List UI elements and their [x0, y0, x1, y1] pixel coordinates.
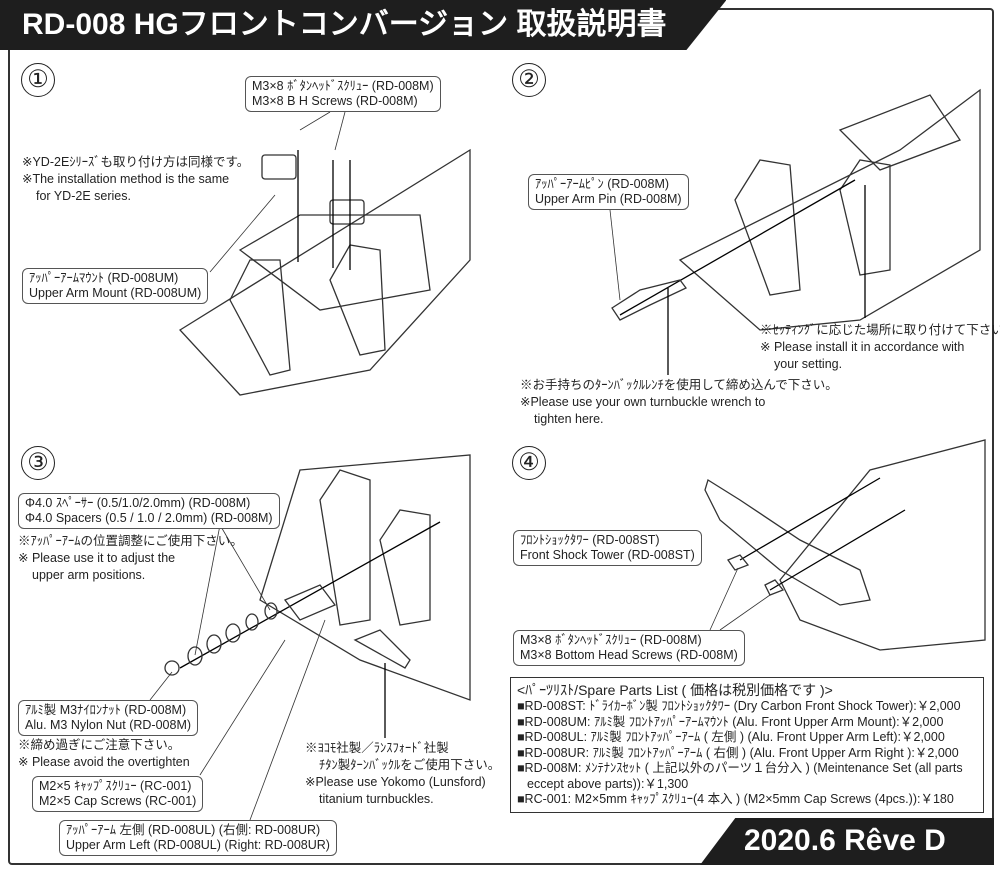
callout-bh-screws: M3×8 ﾎﾞﾀﾝﾍｯﾄﾞｽｸﾘｭｰ (RD-008M)M3×8 B H Scr… — [245, 76, 441, 112]
parts-list-heading: <ﾊﾟｰﾂﾘｽﾄ/Spare Parts List ( 価格は税別価格です )> — [517, 682, 833, 698]
step-number-4: ④ — [512, 446, 546, 480]
footer-date-brand: 2020.6 Rêve D — [700, 818, 994, 865]
callout-line-en: Φ4.0 Spacers (0.5 / 1.0 / 2.0mm) (RD-008… — [25, 511, 273, 525]
callout-line-jp: Φ4.0 ｽﾍﾟｰｻｰ (0.5/1.0/2.0mm) (RD-008M) — [25, 496, 251, 510]
callout-line-jp: ｱﾙﾐ製 M3ﾅｲﾛﾝﾅｯﾄ (RD-008M) — [25, 703, 187, 717]
callout-upper-arm-pin: ｱｯﾊﾟｰｱｰﾑﾋﾟﾝ (RD-008M)Upper Arm Pin (RD-0… — [528, 174, 689, 210]
step3-chassis-drawing — [149, 454, 471, 821]
parts-list-item: ■RD-008UM: ｱﾙﾐ製 ﾌﾛﾝﾄｱｯﾊﾟｰｱｰﾑﾏｳﾝﾄ (Alu. F… — [517, 714, 944, 729]
parts-list-item: ■RD-008UL: ｱﾙﾐ製 ﾌﾛﾝﾄｱｯﾊﾟｰｱｰﾑ ( 左側 ) (Alu… — [517, 730, 945, 744]
callout-line-jp: M2×5 ｷｬｯﾌﾟｽｸﾘｭｰ (RC-001) — [39, 779, 192, 793]
page-title: RD-008 HGフロントコンバージョン 取扱説明書 — [0, 0, 726, 50]
callout-line-en: Upper Arm Pin (RD-008M) — [535, 192, 682, 206]
parts-list-item: ■RD-008UR: ｱﾙﾐ製 ﾌﾛﾝﾄｱｯﾊﾟｰｱｰﾑ ( 右側 ) (Alu… — [517, 745, 959, 760]
parts-list-item: ■RD-008ST: ﾄﾞﾗｲｶｰﾎﾞﾝ製 ﾌﾛﾝﾄｼｮｯｸﾀﾜｰ (Dry C… — [517, 699, 961, 713]
note-turnbuckles: ※ﾖｺﾓ社製／ﾗﾝｽﾌｫｰﾄﾞ社製ﾁﾀﾝ製ﾀｰﾝﾊﾞｯｸﾙをご使用下さい。※Pl… — [305, 741, 501, 806]
callout-line-jp: ﾌﾛﾝﾄｼｮｯｸﾀﾜｰ (RD-008ST) — [520, 533, 660, 547]
callout-line-jp: ｱｯﾊﾟｰｱｰﾑﾋﾟﾝ (RD-008M) — [535, 177, 670, 191]
callout-line-en: Alu. M3 Nylon Nut (RD-008M) — [25, 718, 192, 732]
step4-chassis-drawing — [704, 439, 986, 651]
callout-shock-tower: ﾌﾛﾝﾄｼｮｯｸﾀﾜｰ (RD-008ST)Front Shock Tower … — [513, 530, 702, 566]
note-overtighten: ※締め過ぎにご注意下さい。※ Please avoid the overtigh… — [18, 738, 190, 769]
note-spacers: ※ｱｯﾊﾟｰｱｰﾑの位置調整にご使用下さい。※ Please use it to… — [18, 534, 243, 582]
callout-line-jp: M3×8 ﾎﾞﾀﾝﾍｯﾄﾞｽｸﾘｭｰ (RD-008M) — [520, 633, 702, 647]
callout-upper-arm: ｱｯﾊﾟｰｱｰﾑ 左側 (RD-008UL) (右側: RD-008UR)Upp… — [59, 820, 337, 856]
callout-bottom-head-screws: M3×8 ﾎﾞﾀﾝﾍｯﾄﾞｽｸﾘｭｰ (RD-008M)M3×8 Bottom … — [513, 630, 745, 666]
callout-line-en: Upper Arm Mount (RD-008UM) — [29, 286, 202, 300]
callout-line-en: M2×5 Cap Screws (RC-001) — [39, 794, 197, 808]
callout-line-en: Upper Arm Left (RD-008UL) (Right: RD-008… — [66, 838, 330, 852]
callout-nylon-nut: ｱﾙﾐ製 M3ﾅｲﾛﾝﾅｯﾄ (RD-008M)Alu. M3 Nylon Nu… — [18, 700, 199, 736]
note-yd2e: ※YD-2Eｼﾘｰｽﾞも取り付け方は同様です。※The installation… — [22, 155, 250, 203]
callout-line-jp: ｱｯﾊﾟｰｱｰﾑ 左側 (RD-008UL) (右側: RD-008UR) — [66, 823, 321, 837]
note-wrench: ※お手持ちのﾀｰﾝﾊﾞｯｸﾙﾚﾝﾁを使用して締め込んで下さい。※Please u… — [520, 378, 838, 426]
spare-parts-list: <ﾊﾟｰﾂﾘｽﾄ/Spare Parts List ( 価格は税別価格です )>… — [510, 677, 984, 813]
parts-list-item: ■RD-008M: ﾒﾝﾃﾅﾝｽｾｯﾄ ( 上記以外のパーツ１台分入 ) (Me… — [517, 761, 963, 775]
callout-spacers: Φ4.0 ｽﾍﾟｰｻｰ (0.5/1.0/2.0mm) (RD-008M)Φ4.… — [18, 493, 280, 529]
callout-cap-screws: M2×5 ｷｬｯﾌﾟｽｸﾘｭｰ (RC-001)M2×5 Cap Screws … — [32, 776, 204, 812]
note-setting: ※ｾｯﾃｨﾝｸﾞに応じた場所に取り付けて下さい。※ Please install… — [760, 323, 1000, 371]
step-number-3: ③ — [21, 446, 55, 480]
parts-list-item: ■RC-001: M2×5mm ｷｬｯﾌﾟｽｸﾘｭｰ(4 本入 ) (M2×5m… — [517, 792, 954, 806]
step2-chassis-drawing — [609, 88, 981, 375]
callout-line-jp: ｱｯﾊﾟｰｱｰﾑﾏｳﾝﾄ (RD-008UM) — [29, 271, 179, 285]
callout-upper-arm-mount: ｱｯﾊﾟｰｱｰﾑﾏｳﾝﾄ (RD-008UM)Upper Arm Mount (… — [22, 268, 209, 304]
parts-list-item: eccept above parts)):￥1,300 — [527, 776, 689, 791]
callout-line-en: Front Shock Tower (RD-008ST) — [520, 548, 695, 562]
callout-line-en: M3×8 B H Screws (RD-008M) — [252, 94, 418, 108]
step-number-2: ② — [512, 63, 546, 97]
step1-chassis-drawing — [178, 111, 471, 396]
callout-line-jp: M3×8 ﾎﾞﾀﾝﾍｯﾄﾞｽｸﾘｭｰ (RD-008M) — [252, 79, 434, 93]
step-number-1: ① — [21, 63, 55, 97]
callout-line-en: M3×8 Bottom Head Screws (RD-008M) — [520, 648, 738, 662]
